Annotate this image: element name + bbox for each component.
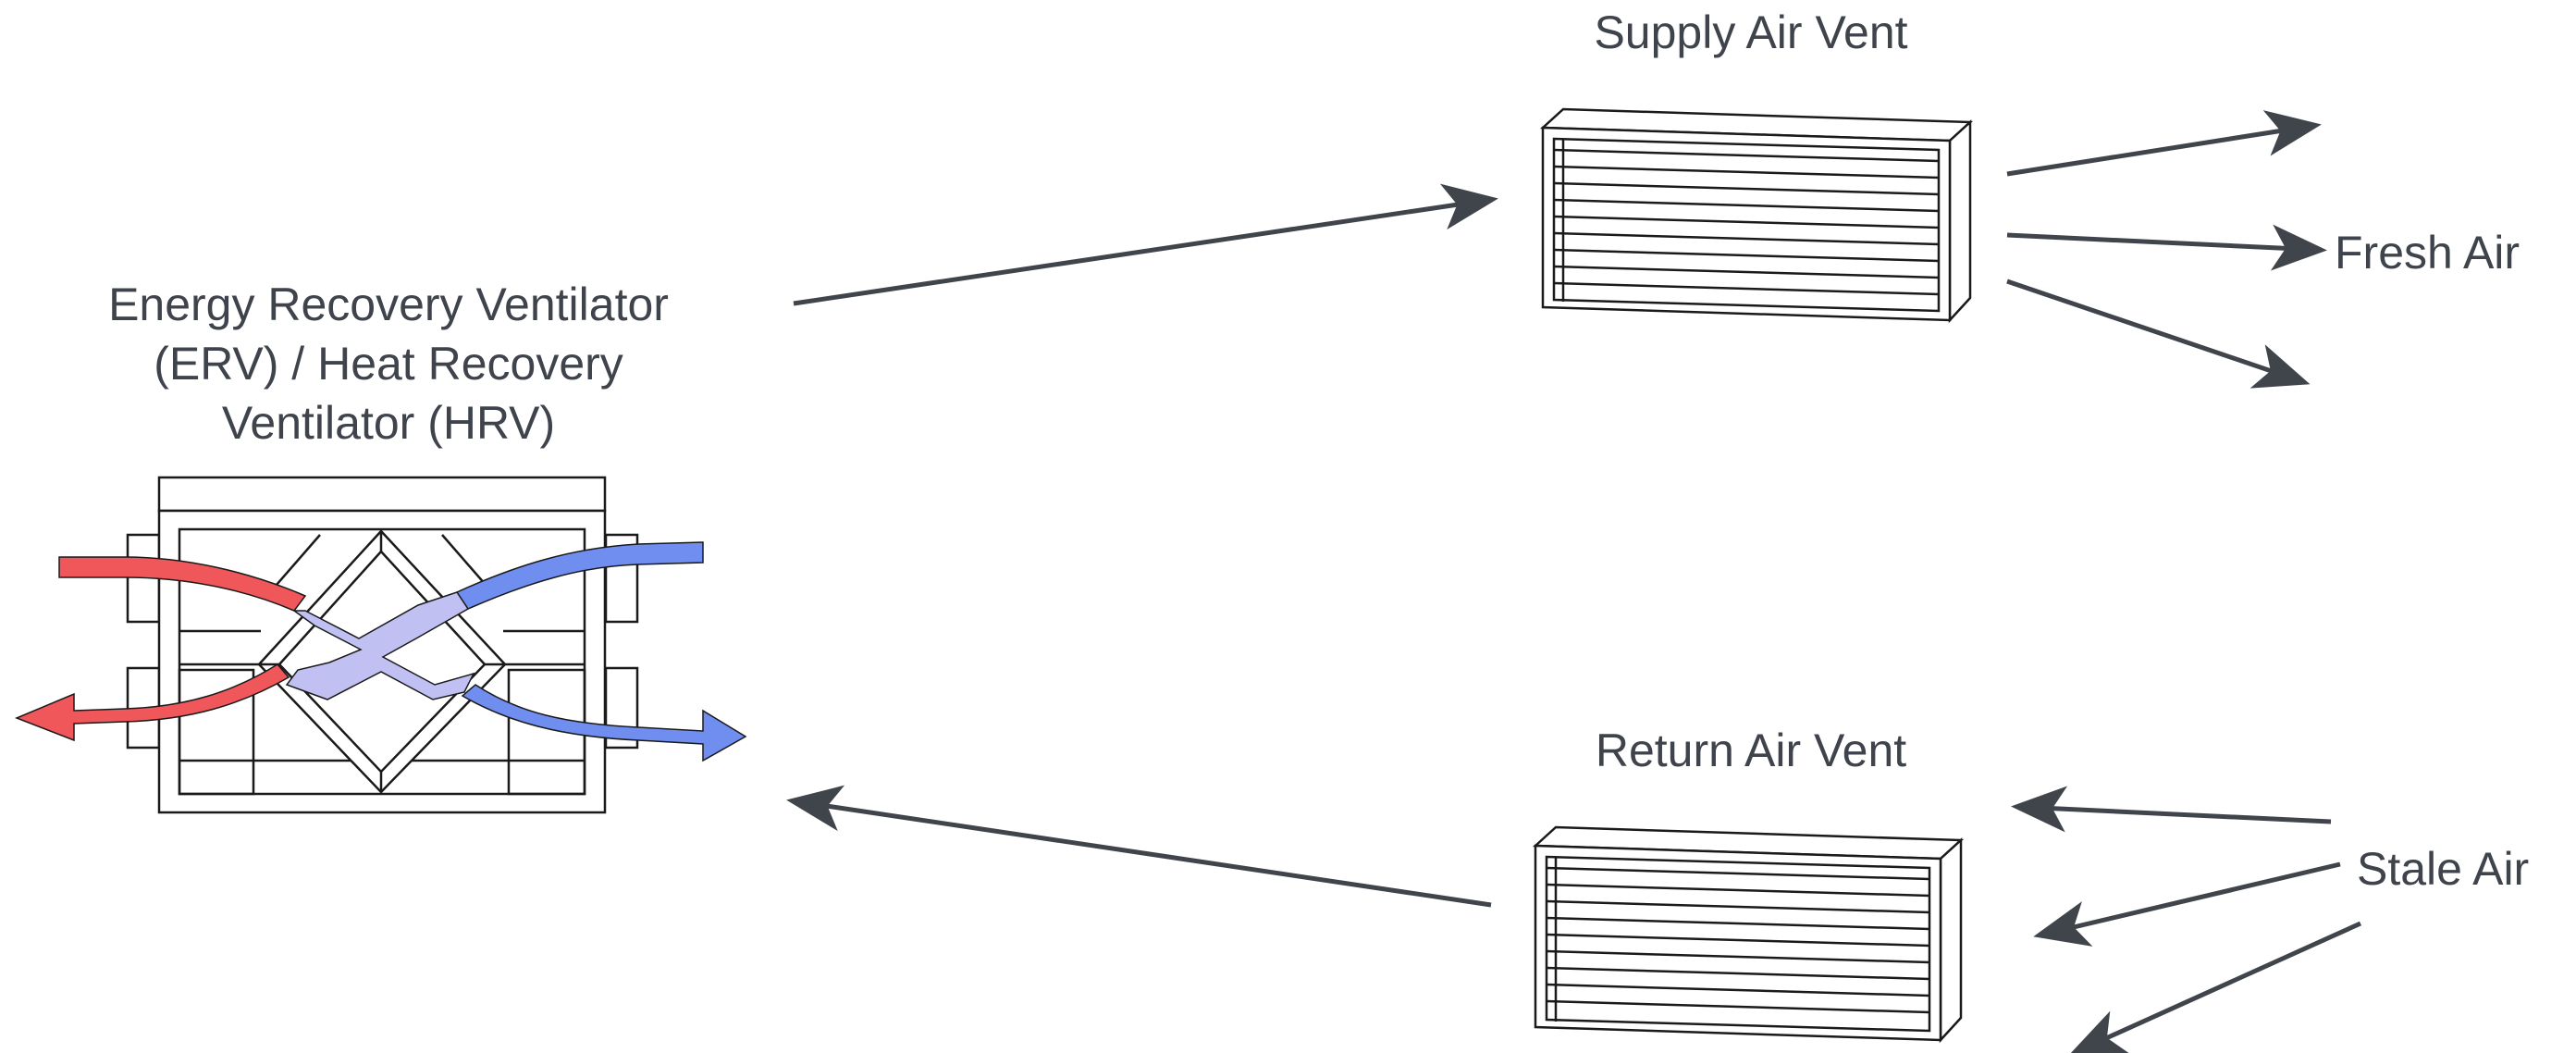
erv-hrv-unit [14,476,747,814]
cool-air-supply-arrow [461,684,747,762]
erv-label-line1: Energy Recovery Ventilator [108,279,669,330]
return-air-vent [1532,825,1965,1044]
stale-air-arrow-lower [2068,921,2362,1053]
supply-air-vent [1539,107,1974,324]
return-vent-title: Return Air Vent [1596,725,1906,776]
supply-vent-title: Supply Air Vent [1594,6,1907,58]
unit-inner-frame [178,527,586,796]
stale-air-arrow-upper [2011,786,2332,833]
erv-label-line3: Ventilator (HRV) [222,397,555,449]
warm-air-exhaust-arrow [14,663,290,742]
fresh-air-arrow-mid [2006,224,2327,271]
stale-air-arrow-mid [2033,861,2341,947]
core-air-crossing [285,591,475,700]
supply-duct-arrow [793,183,1498,306]
erv-label-line2: (ERV) / Heat Recovery [154,338,623,390]
fresh-air-arrow-up [2006,110,2322,177]
return-duct-arrow [786,785,1492,908]
unit-top-cap [157,476,607,513]
fresh-air-label: Fresh Air [2335,227,2520,279]
warm-air-intake [58,556,307,612]
stale-air-label: Stale Air [2357,843,2529,895]
erv-label: Energy Recovery Ventilator (ERV) / Heat … [108,279,669,449]
fresh-air-arrow-down [2006,279,2311,389]
